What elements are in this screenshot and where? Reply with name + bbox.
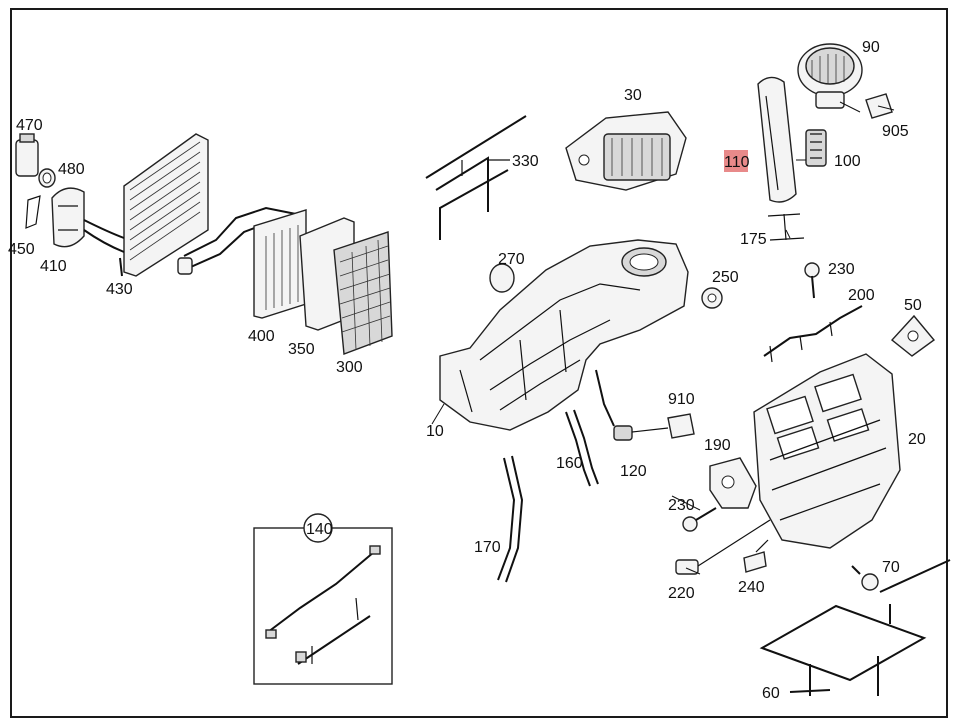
- label-175: 175: [740, 231, 767, 248]
- part-100-resistor: [805, 129, 827, 167]
- label-905: 905: [882, 123, 909, 140]
- label-110: 110: [724, 154, 750, 171]
- part-50-flap: [890, 314, 936, 357]
- label-470: 470: [16, 117, 43, 134]
- label-230-top: 230: [828, 261, 855, 278]
- label-400: 400: [248, 328, 275, 345]
- label-30: 30: [624, 87, 642, 104]
- label-910: 910: [668, 391, 695, 408]
- part-230-screw-top: [804, 262, 820, 299]
- part-250-nut: [701, 287, 723, 309]
- part-170-drain: [497, 455, 524, 583]
- label-220: 220: [668, 585, 695, 602]
- part-200-harness: [763, 305, 863, 363]
- label-20: 20: [908, 431, 926, 448]
- part-410-seal: [51, 187, 85, 248]
- part-450-clip: [25, 195, 41, 229]
- label-250: 250: [712, 269, 739, 286]
- label-160: 160: [556, 455, 583, 472]
- part-240-pad: [743, 539, 769, 573]
- label-100: 100: [834, 153, 861, 170]
- label-350: 350: [288, 341, 315, 358]
- part-430-evaporator: [83, 133, 209, 277]
- label-270: 270: [498, 251, 525, 268]
- part-10-housing: [439, 239, 689, 431]
- label-240: 240: [738, 579, 765, 596]
- label-190: 190: [704, 437, 731, 454]
- part-90-blower: [797, 43, 863, 109]
- part-110-seal: [757, 76, 797, 203]
- part-160-hose: [565, 409, 599, 487]
- label-90: 90: [862, 39, 880, 56]
- part-400-heater-core: [253, 209, 307, 319]
- part-30-control-module: [565, 111, 687, 191]
- part-140-inset: [253, 513, 393, 685]
- part-270-cap: [489, 263, 515, 293]
- part-910-connector: [667, 413, 695, 439]
- label-300: 300: [336, 359, 363, 376]
- highlight-110: [724, 150, 748, 172]
- label-480: 480: [58, 161, 85, 178]
- label-170: 170: [474, 539, 501, 556]
- label-430: 430: [106, 281, 133, 298]
- label-140: 140: [306, 521, 333, 538]
- label-10: 10: [426, 423, 444, 440]
- part-70-screw: [851, 565, 879, 591]
- label-230-bottom: 230: [668, 497, 695, 514]
- part-230-screw-bottom: [682, 507, 717, 532]
- label-450: 450: [8, 241, 35, 258]
- label-330: 330: [512, 153, 539, 170]
- label-120: 120: [620, 463, 647, 480]
- label-50: 50: [904, 297, 922, 314]
- label-200: 200: [848, 287, 875, 304]
- part-20-housing: [753, 353, 901, 549]
- part-480-oring: [38, 168, 56, 188]
- part-300-filter: [333, 231, 393, 355]
- label-60: 60: [762, 685, 780, 702]
- part-470-valve: [15, 133, 39, 177]
- part-330-harness: [425, 115, 527, 240]
- part-120-sensor: [595, 369, 669, 441]
- leader-lines: [431, 101, 895, 575]
- label-70: 70: [882, 559, 900, 576]
- part-175-bracket: [767, 213, 805, 241]
- part-60-line-group: [759, 559, 951, 696]
- label-410: 410: [40, 258, 67, 275]
- part-190-actuator: [709, 457, 757, 509]
